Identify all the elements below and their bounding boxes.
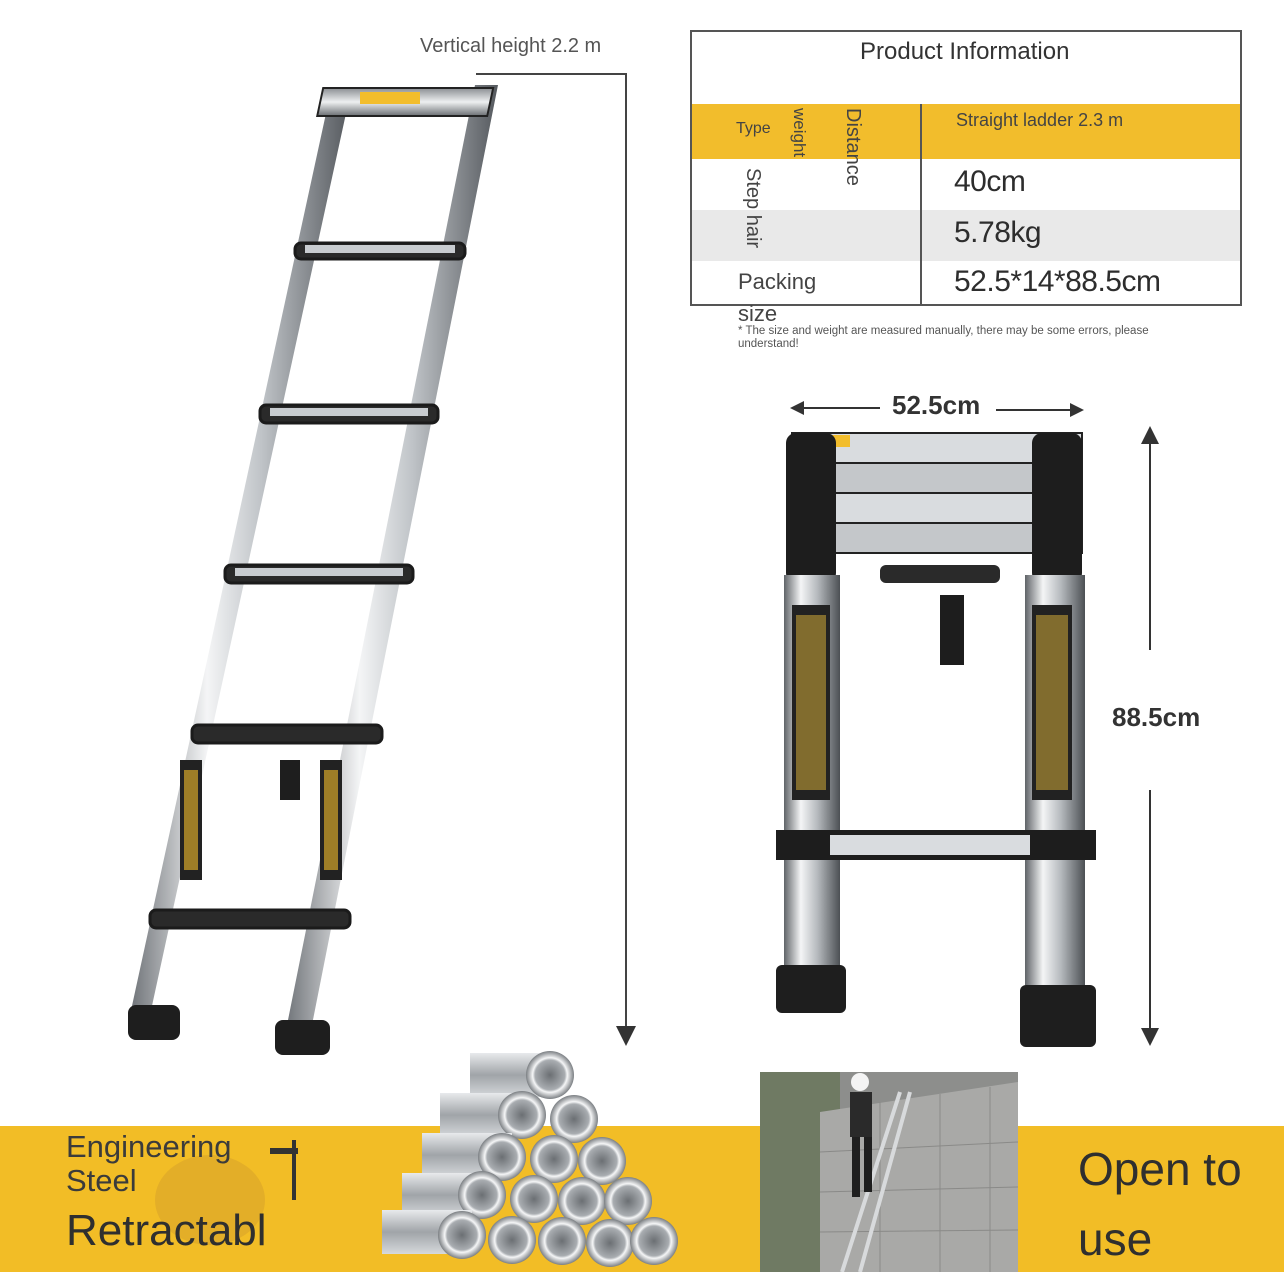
- worker-on-ladder-photo: [760, 1072, 1018, 1272]
- packing-size-value: 52.5*14*88.5cm: [954, 265, 1161, 298]
- table-row: Type Straight ladder 2.3 m: [692, 104, 1240, 161]
- vertical-height-label: Vertical height 2.2 m: [420, 35, 602, 57]
- folded-width-label: 52.5cm: [892, 390, 981, 420]
- steel-tubes-image: [382, 1051, 678, 1267]
- table-row: 52.5*14*88.5cm: [692, 261, 1240, 304]
- dimension-line: [625, 73, 627, 1028]
- blurred-worker-image: [155, 1140, 298, 1245]
- distance-label: Distance: [842, 108, 864, 186]
- table-title: Product Information: [860, 38, 1070, 65]
- table-divider: [920, 104, 922, 304]
- type-value: Straight ladder 2.3 m: [956, 110, 1124, 130]
- table-row: 5.78kg: [692, 210, 1240, 263]
- folded-ladder-image: [776, 432, 1096, 1047]
- packing-size-label: Packing size: [738, 269, 817, 326]
- width-dimension-arrows: [790, 401, 1084, 417]
- table-row: 40cm: [692, 159, 1240, 212]
- type-label: Type: [736, 120, 771, 137]
- disclaimer-text: * The size and weight are measured manua…: [738, 325, 1149, 350]
- product-info-table: Product Information Type Straight ladder…: [690, 30, 1242, 326]
- weight-value: 5.78kg: [954, 216, 1042, 249]
- extended-ladder-image: [128, 85, 498, 1055]
- dimension-line: [476, 73, 626, 75]
- folded-height-label: 88.5cm: [1112, 702, 1201, 732]
- banner-open-to-use-text: Open to use: [1078, 1143, 1242, 1265]
- arrow-down-icon: [616, 1026, 636, 1046]
- step-hair-label: Step hair: [742, 168, 764, 249]
- weight-label: weight: [790, 108, 809, 158]
- height-dimension-arrows: [1141, 426, 1159, 1046]
- banner-engineering-steel-text: Engineering Steel: [66, 1129, 232, 1198]
- table-header: Product Information: [692, 32, 1240, 106]
- distance-value: 40cm: [954, 165, 1026, 198]
- banner-retractable-text: Retractabl: [66, 1206, 267, 1255]
